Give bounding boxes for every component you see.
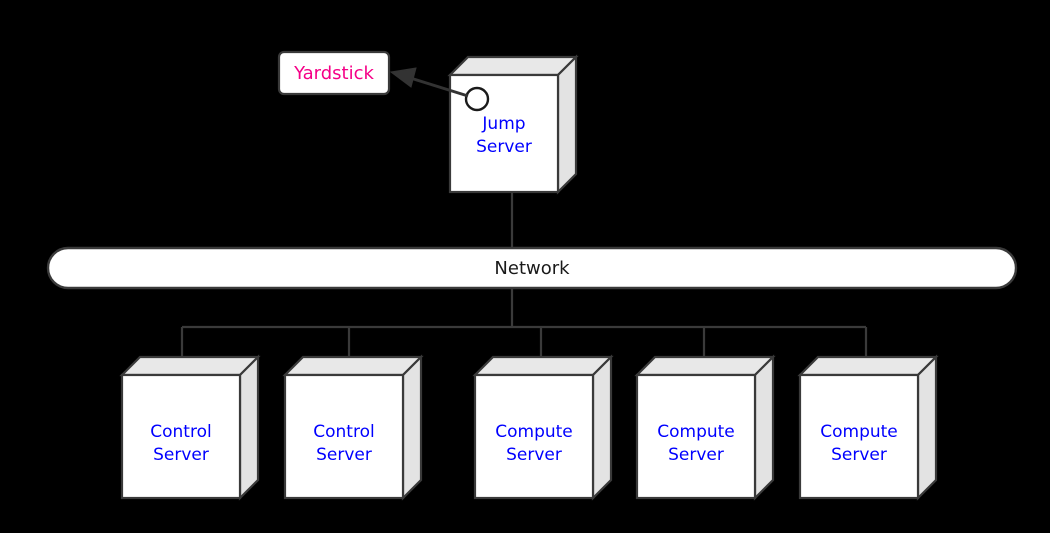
control-server-2-label-line1: Control	[313, 422, 374, 442]
yardstick-arrow-head	[389, 67, 417, 88]
yardstick-box-shape	[277, 50, 391, 96]
compute-server-3-front-face	[798, 373, 920, 500]
control-server-1-front-face	[120, 373, 242, 500]
network-label: Network	[494, 258, 570, 279]
compute-server-3-side-face	[916, 354, 938, 501]
compute-server-1-side-face	[591, 354, 613, 501]
yardstick-node[interactable]: Yardstick	[277, 50, 391, 96]
compute-server-3-label-line2: Server	[831, 445, 887, 465]
compute-server-2-side-face	[753, 354, 775, 501]
yardstick-connector-line	[403, 74, 469, 98]
yardstick-association	[389, 67, 469, 98]
compute-server-2-top-face	[634, 355, 776, 377]
control-server-2-top-face	[282, 355, 424, 377]
compute-server-1-front-face	[473, 373, 595, 500]
compute-server-2-label-line2: Server	[668, 445, 724, 465]
compute-server-3-top-face	[797, 355, 939, 377]
jump-server-top-face	[447, 55, 579, 77]
control-server-1-label-line1: Control	[150, 422, 211, 442]
control-server-1-top-face	[119, 355, 261, 377]
control-server-2-front-face	[283, 373, 405, 500]
jump-server-interface-circle[interactable]	[464, 86, 490, 112]
jump-server-node[interactable]: Jump Server	[447, 54, 579, 195]
compute-server-1-label-line1: Compute	[495, 422, 573, 442]
compute-server-3-label-line1: Compute	[820, 422, 898, 442]
jump-server-label-line1: Jump	[481, 114, 525, 134]
jump-server-label-line2: Server	[476, 137, 532, 157]
connector-group	[180, 192, 868, 375]
network-node[interactable]: Network	[46, 246, 1018, 290]
yardstick-label: Yardstick	[293, 63, 374, 84]
compute-server-2-front-face	[635, 373, 757, 500]
jump-server-side-face	[556, 54, 578, 195]
server-row: ControlServerControlServerComputeServerC…	[119, 354, 939, 501]
network-bar-shape	[46, 246, 1018, 290]
compute-server-2-label-line1: Compute	[657, 422, 735, 442]
control-server-1-label-line2: Server	[153, 445, 209, 465]
control-server-1-side-face	[238, 354, 260, 501]
control-server-2-label-line2: Server	[316, 445, 372, 465]
compute-server-1-top-face	[472, 355, 614, 377]
compute-server-1-label-line2: Server	[506, 445, 562, 465]
control-server-2-side-face	[401, 354, 423, 501]
